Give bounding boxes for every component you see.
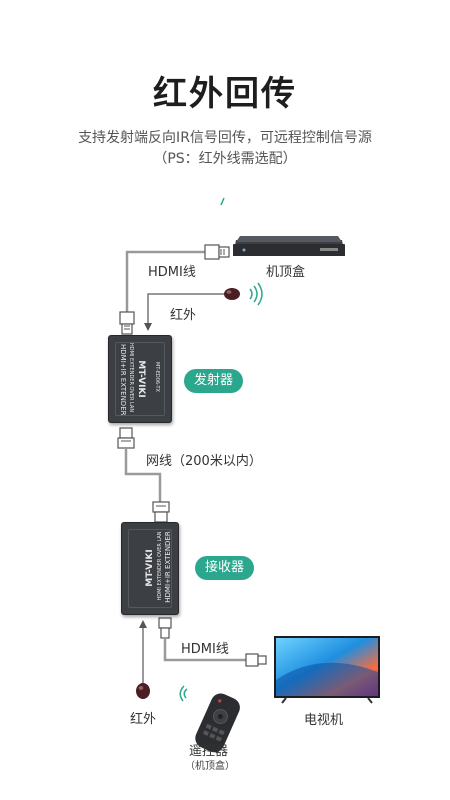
network-cable xyxy=(124,448,162,502)
receiver-badge: 接收器 xyxy=(195,556,255,580)
hdmi-plug-tv-icon xyxy=(245,653,267,667)
hdmi-plug-rx-icon xyxy=(158,617,172,639)
rj45-plug-tx-icon xyxy=(117,427,135,449)
decorative-tick xyxy=(220,197,225,206)
network-cable-label: 网线（200米以内） xyxy=(146,454,262,469)
subtitle-line-2: （PS：红外线需选配） xyxy=(153,151,297,167)
tv-label: 电视机 xyxy=(304,713,344,728)
receiver-model: HDMI+IR EXTENDER xyxy=(164,531,172,603)
tv-icon xyxy=(274,636,380,704)
hdmi-cable-bottom xyxy=(163,638,246,662)
hdmi-label-top: HDMI线 xyxy=(148,265,196,280)
ir-label-bottom: 红外 xyxy=(130,712,157,727)
transmitter-model: HDMI+IR EXTENDER xyxy=(119,344,127,416)
transmitter-brand: MT-VIKI xyxy=(136,360,146,398)
ir-label-top: 红外 xyxy=(170,308,197,323)
remote-signal-wave-icon xyxy=(179,685,188,702)
ir-cable-top xyxy=(147,293,226,326)
transmitter-device: MT-VIKI HDMI+IR EXTENDER HDMI EXTENDER O… xyxy=(108,335,172,423)
page-title: 红外回传 xyxy=(153,74,297,114)
subtitle-line-1: 支持发射端反向IR信号回传，可远程控制信号源 xyxy=(78,130,372,146)
ir-emitter-icon xyxy=(224,288,240,300)
page-subtitle: 支持发射端反向IR信号回传，可远程控制信号源 （PS：红外线需选配） xyxy=(0,128,450,170)
hdmi-plug-tx-icon xyxy=(119,311,135,335)
set-top-box-icon xyxy=(233,236,345,256)
receiver-sub: HDMI EXTENDER OVER LAN xyxy=(157,531,163,601)
stb-label: 机顶盒 xyxy=(266,265,306,280)
receiver-device: MT-VIKI HDMI+IR EXTENDER HDMI EXTENDER O… xyxy=(121,522,179,615)
remote-note: （机顶盒） xyxy=(185,761,235,772)
transmitter-sub: HDMI EXTENDER OVER LAN xyxy=(128,343,134,413)
remote-label: 遥控器 xyxy=(189,744,229,759)
hdmi-plug-top-icon xyxy=(204,244,230,260)
transmitter-badge: 发射器 xyxy=(184,369,244,393)
hdmi-cable-top xyxy=(125,250,205,316)
signal-wave-icon xyxy=(249,282,263,306)
transmitter-code: MT-ED06-TX xyxy=(154,362,160,392)
hdmi-label-bottom: HDMI线 xyxy=(181,642,229,657)
remote-icon xyxy=(195,693,240,753)
ir-receiver-icon xyxy=(136,683,150,699)
rj45-plug-rx-icon xyxy=(152,501,170,523)
receiver-brand: MT-VIKI xyxy=(145,549,155,587)
